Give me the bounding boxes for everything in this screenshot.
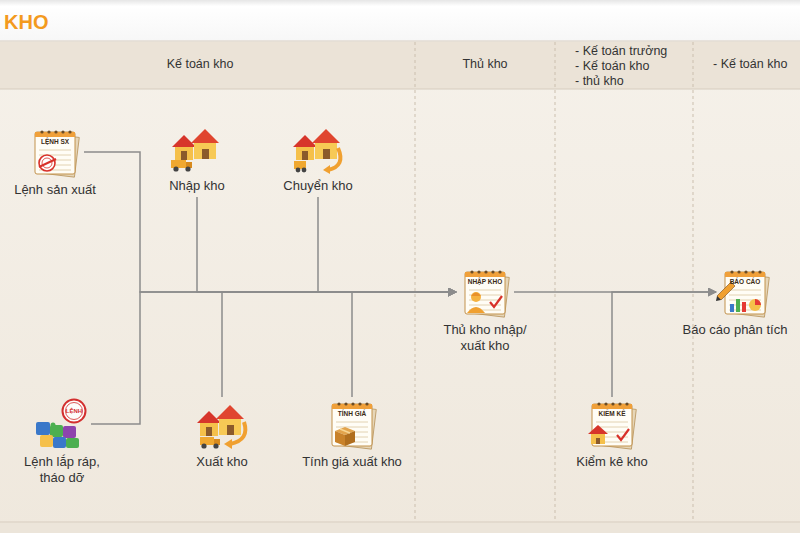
process-node: Chuyển kho — [290, 122, 346, 174]
process-node: LỆNH SXLệnh sản xuất — [27, 126, 83, 178]
column-heading: - Kế toán trưởng — [575, 44, 667, 58]
house-icon — [169, 122, 225, 174]
flow-connector — [352, 292, 456, 397]
pad-icon — [324, 398, 380, 450]
column-heading: - thủ kho — [575, 74, 624, 88]
node-label: Nhập kho — [152, 178, 242, 194]
flow-connector — [612, 292, 716, 397]
flow-connector — [222, 292, 456, 397]
flow-connector — [91, 292, 456, 424]
pad-icon — [457, 266, 513, 318]
icon-caption: KIỂM KÊ — [592, 411, 632, 418]
column-heading: - Kế toán kho — [575, 59, 649, 73]
process-node: Xuất kho — [194, 398, 250, 450]
flow-connector — [84, 152, 456, 292]
icon-caption: BÁO CÁO — [725, 279, 765, 286]
node-label: Báo cáo phân tích — [675, 322, 795, 338]
pad-icon — [584, 398, 640, 450]
process-node: LỆNHLệnh lắp ráp, tháo dỡ — [34, 398, 90, 450]
process-node: KIỂM KÊKiểm kê kho — [584, 398, 640, 450]
pad-icon — [717, 266, 773, 318]
node-label: Lệnh lắp ráp, tháo dỡ — [12, 454, 112, 486]
node-label: Xuất kho — [177, 454, 267, 470]
flow-connector — [197, 197, 456, 292]
house-icon — [194, 398, 250, 450]
node-label: Thủ kho nhập/ xuất kho — [435, 322, 535, 354]
flow-connector — [318, 197, 456, 292]
node-label: Tính giá xuất kho — [287, 454, 417, 470]
pad-icon — [27, 126, 83, 178]
process-node: Nhập kho — [169, 122, 225, 174]
process-node: NHẬP KHOThủ kho nhập/ xuất kho — [457, 266, 513, 318]
node-label: Lệnh sản xuất — [0, 182, 115, 198]
icon-caption: LỆNH — [62, 408, 86, 414]
column-heading: Kế toán kho — [167, 57, 234, 71]
icon-caption: LỆNH SX — [35, 139, 75, 146]
puzzle-icon — [34, 398, 90, 450]
column-heading: - Kế toán kho — [713, 57, 787, 71]
column-heading: Thủ kho — [462, 57, 507, 71]
process-node: TÍNH GIÁTính giá xuất kho — [324, 398, 380, 450]
diagram-title: KHO — [4, 11, 48, 34]
node-label: Kiểm kê kho — [562, 454, 662, 470]
house-icon — [290, 122, 346, 174]
node-label: Chuyển kho — [268, 178, 368, 194]
icon-caption: TÍNH GIÁ — [332, 411, 372, 418]
icon-caption: NHẬP KHO — [465, 279, 505, 286]
process-node: BÁO CÁOBáo cáo phân tích — [717, 266, 773, 318]
